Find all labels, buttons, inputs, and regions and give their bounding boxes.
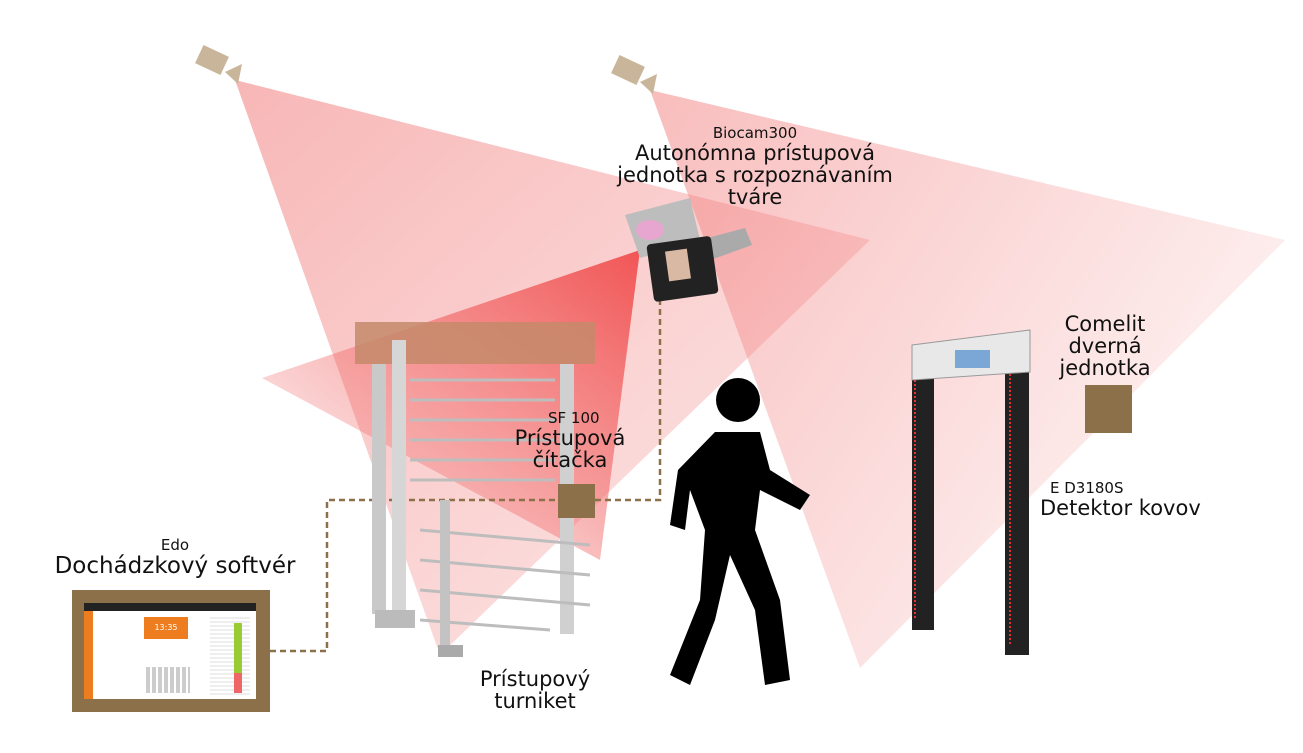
software-clock: 13:35: [144, 617, 188, 639]
camera-2-icon: [611, 55, 657, 94]
access-reader-marker: [558, 484, 595, 518]
connection-reader-biocam: [595, 288, 662, 502]
biocam-title-line: tváre: [727, 184, 783, 209]
comelit-label: Comelit dverná jednotka: [1040, 313, 1170, 379]
reader-label: SF 100 Prístupová čítačka: [505, 409, 635, 472]
comelit-door-unit-marker: [1085, 385, 1132, 433]
software-name: Dochádzkový softvér: [54, 552, 296, 579]
turnstile-line: turniket: [494, 689, 576, 714]
biocam-model: Biocam300: [712, 124, 798, 142]
turnstile-line: Prístupový: [479, 667, 591, 691]
detector-name: Detektor kovov: [1040, 495, 1201, 520]
biocam-device: [625, 198, 752, 302]
metal-detector-illustration: [911, 329, 1031, 655]
detector-model: E D3180S: [1050, 479, 1124, 497]
person-icon: [670, 378, 810, 685]
biocam-title-line: Autonómna prístupová: [635, 140, 875, 165]
comelit-line: jednotka: [1059, 356, 1151, 381]
software-model: Edo: [160, 536, 190, 554]
comelit-line: dverná: [1068, 334, 1142, 359]
comelit-line: Comelit: [1064, 312, 1146, 336]
camera-1-icon: [195, 45, 242, 84]
reader-line: čítačka: [532, 447, 608, 472]
camera-2-beam: [650, 90, 1285, 668]
turnstile-label: Prístupový turniket: [465, 668, 605, 712]
detector-label: E D3180S Detektor kovov: [1040, 479, 1220, 520]
reader-line: Prístupová: [514, 425, 626, 450]
biocam-label: Biocam300 Autonómna prístupová jednotka …: [600, 124, 910, 209]
turnstile-illustration: [355, 322, 595, 657]
biocam-title-line: jednotka s rozpoznávaním: [617, 162, 893, 187]
software-screenshot: 13:35: [72, 590, 270, 712]
reader-model: SF 100: [548, 409, 600, 427]
software-label: Edo Dochádzkový softvér: [50, 536, 300, 579]
